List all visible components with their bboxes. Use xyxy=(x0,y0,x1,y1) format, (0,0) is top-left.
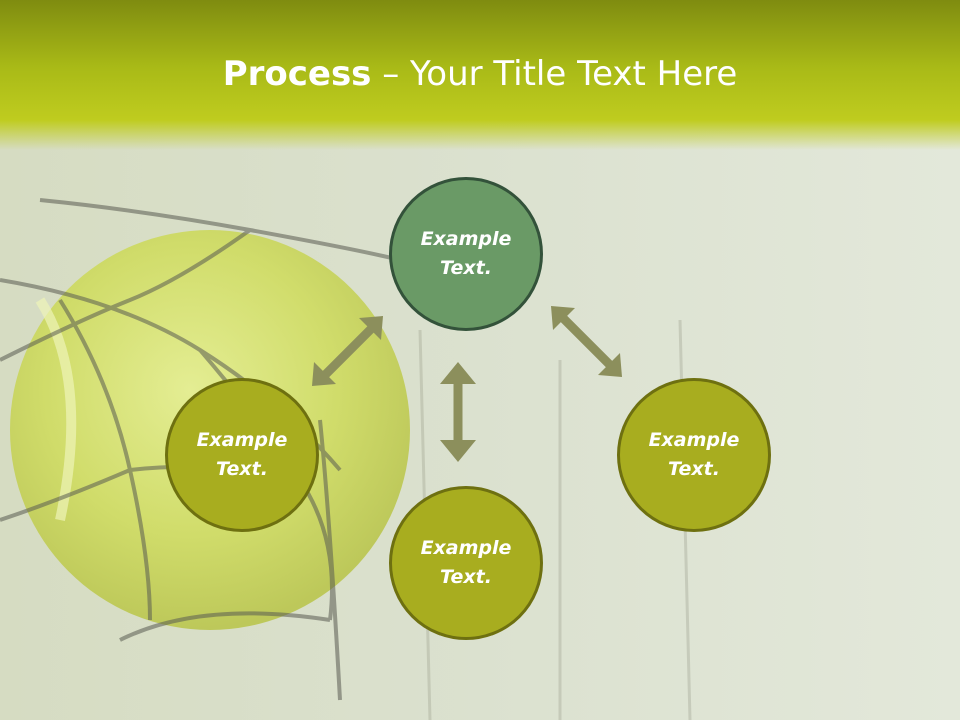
title-rest: – Your Title Text Here xyxy=(371,54,738,94)
process-node-top: Example Text. xyxy=(389,177,543,331)
process-node-bottom: Example Text. xyxy=(389,486,543,640)
arrow-right-diagonal xyxy=(551,306,622,377)
arrow-vertical xyxy=(440,362,476,462)
slide-title: Process – Your Title Text Here xyxy=(0,52,960,96)
process-node-right: Example Text. xyxy=(617,378,771,532)
node-right-label: Example Text. xyxy=(648,429,740,480)
process-node-left: Example Text. xyxy=(165,378,319,532)
node-top-label: Example Text. xyxy=(420,228,512,279)
node-left-label: Example Text. xyxy=(196,429,288,480)
arrow-left-diagonal xyxy=(312,316,383,386)
header-band xyxy=(0,0,960,150)
node-bottom-label: Example Text. xyxy=(420,537,512,588)
title-bold: Process xyxy=(222,54,372,94)
